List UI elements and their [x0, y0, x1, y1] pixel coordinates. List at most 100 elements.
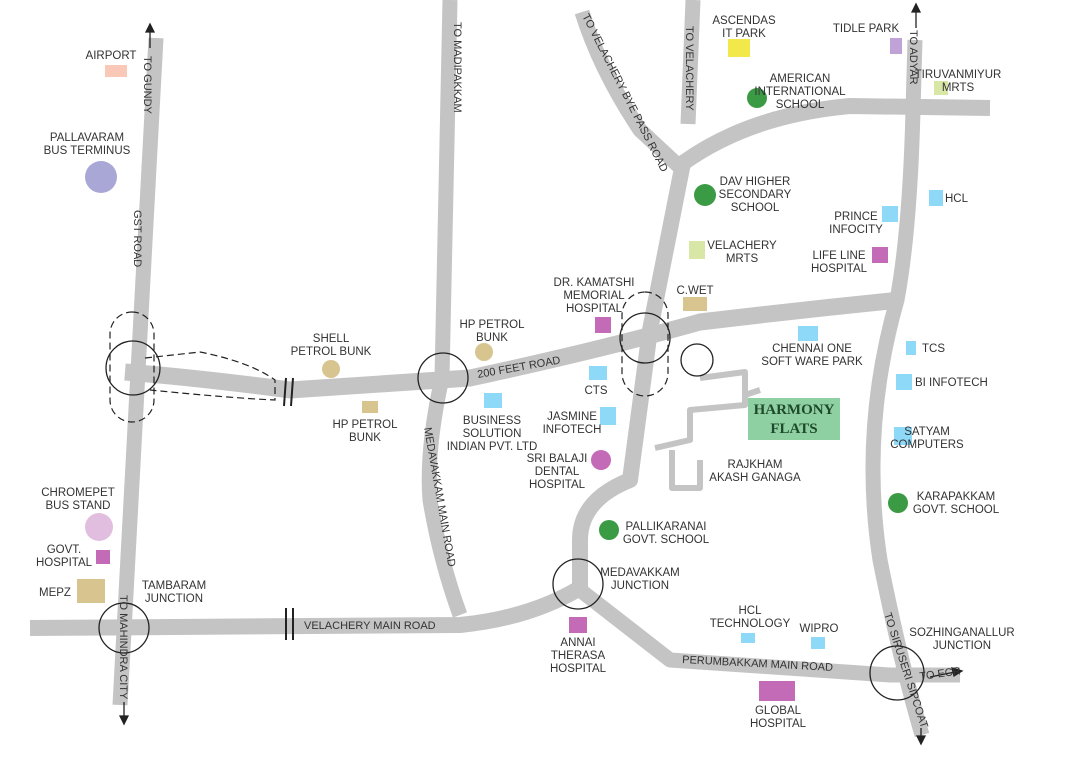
medavakkam-main-road [421, 0, 468, 618]
dav-school-marker[interactable] [694, 184, 716, 206]
cts-label: CTS [585, 385, 608, 397]
hp-petrol-1-label-line: HP PETROL [460, 319, 526, 331]
mepz-marker[interactable] [77, 579, 105, 603]
road-label-to-madipakkam: TO MADIPAKKAM [451, 22, 463, 113]
east-road [865, 39, 930, 738]
direction-arrows [118, 2, 964, 746]
govt-hospital-marker[interactable] [96, 550, 110, 564]
ascendas-marker[interactable] [728, 39, 750, 57]
satyam-marker[interactable] [894, 427, 912, 445]
business-solution-label-line: SOLUTION [463, 428, 522, 440]
velachery-mrts-marker[interactable] [689, 241, 705, 259]
satyam-label-line: SATYAM [904, 426, 950, 438]
rajkham-label-line: AKASH GANAGA [709, 472, 801, 484]
junction-circle-kamatshi [619, 312, 671, 364]
chromepet-marker[interactable] [85, 513, 113, 541]
junctions [98, 312, 925, 701]
life-line-marker[interactable] [872, 247, 888, 263]
chennai-one-label-line: CHENNAI ONE [772, 343, 852, 355]
prince-infocity-label-line: INFOCITY [829, 224, 883, 236]
shell-petrol-marker[interactable] [322, 360, 340, 378]
arrow-up-icon [910, 2, 922, 28]
tiruvanmiyur-marker[interactable] [934, 81, 948, 95]
tambaram-label-line: TAMBARAM [142, 580, 206, 592]
satyam-label-line: COMPUTERS [890, 439, 964, 451]
wipro-marker[interactable] [811, 637, 825, 649]
jasmine-marker[interactable] [600, 407, 616, 425]
annai-therasa-label-line: HOSPITAL [550, 663, 607, 675]
road-label-to-mahindra: TO MAHINDRA CITY [117, 595, 129, 700]
harmony-flats-box [748, 398, 840, 440]
tidle-park-label: TIDLE PARK [833, 23, 900, 35]
medavakkam-junction-label-line: MEDAVAKKAM [600, 567, 679, 579]
road-label-to-velachery: TO VELACHERY [683, 26, 695, 111]
hp-petrol-2-label-line: HP PETROL [333, 419, 399, 431]
hcl-technology-label-line: HCL [738, 605, 762, 617]
wipro-label: WIPRO [800, 623, 839, 635]
dav-school-label-line: DAV HIGHER [720, 176, 791, 188]
global-hospital-marker[interactable] [759, 681, 795, 701]
cwet-label: C.WET [676, 285, 713, 297]
harmony-flats-line-1: HARMONY [754, 402, 835, 418]
tidle-park-marker[interactable] [890, 38, 902, 54]
karapakkam-marker[interactable] [888, 493, 908, 513]
arrow-right-icon [929, 667, 964, 678]
chennai-one-marker[interactable] [798, 326, 818, 341]
hcl-technology-marker[interactable] [741, 633, 755, 643]
junction-circle-medavakkam [552, 558, 604, 610]
american-school-label-line: AMERICAN [770, 73, 831, 85]
pallavaram-label-line: BUS TERMINUS [44, 145, 131, 157]
kamatshi-marker[interactable] [595, 317, 611, 333]
annai-therasa-marker[interactable] [569, 617, 587, 633]
link-road-harmony [654, 369, 748, 451]
junction-circle-tambaram [98, 602, 150, 654]
hp-petrol-2-marker[interactable] [362, 401, 378, 413]
pallavaram-marker[interactable] [85, 161, 117, 193]
tcs-label-line: TCS [922, 343, 945, 355]
american-school-marker[interactable] [747, 88, 767, 108]
sri-balaji-marker[interactable] [591, 450, 611, 470]
sri-balaji-label-line: DENTAL [535, 466, 580, 478]
pallikaranai-marker[interactable] [599, 520, 619, 540]
prince-infocity-marker[interactable] [882, 206, 898, 222]
kamatshi-label-line: DR. KAMATSHI [554, 277, 635, 289]
prince-infocity-label-line: PRINCE [834, 211, 878, 223]
govt-hospital-label-line: HOSPITAL [36, 557, 93, 569]
bi-infotech-label-line: BI INFOTECH [915, 377, 988, 389]
tidle-park-label-line: TIDLE PARK [833, 23, 900, 35]
business-solution-label-line: INDIAN PVT. LTD [447, 441, 538, 453]
bi-infotech-marker[interactable] [896, 374, 912, 390]
pallikaranai-label-line: GOVT. SCHOOL [623, 534, 710, 546]
chennai-one-label-line: SOFT WARE PARK [761, 356, 863, 368]
american-school-label-line: SCHOOL [776, 99, 825, 111]
arrow-down-icon [118, 702, 130, 726]
tcs-marker[interactable] [906, 341, 916, 355]
harmony-flats-badge[interactable]: HARMONY FLATS [748, 398, 840, 440]
cwet-marker[interactable] [683, 297, 707, 311]
hcl-marker[interactable] [929, 190, 943, 206]
jasmine-label-line: JASMINE [547, 411, 597, 423]
hp-petrol-1-marker[interactable] [475, 343, 493, 361]
airport-marker[interactable] [105, 65, 127, 77]
karapakkam-label-line: KARAPAKKAM [917, 491, 995, 503]
kamatshi-label-line: HOSPITAL [566, 303, 623, 315]
life-line-label-line: LIFE LINE [812, 250, 865, 262]
road-label-gst: GST ROAD [131, 210, 143, 267]
business-solution-marker[interactable] [484, 393, 502, 408]
cts-marker[interactable] [589, 366, 607, 380]
velachery-main-road [29, 581, 585, 636]
flyover-outlines [109, 291, 669, 423]
arrow-up-icon [144, 22, 156, 48]
